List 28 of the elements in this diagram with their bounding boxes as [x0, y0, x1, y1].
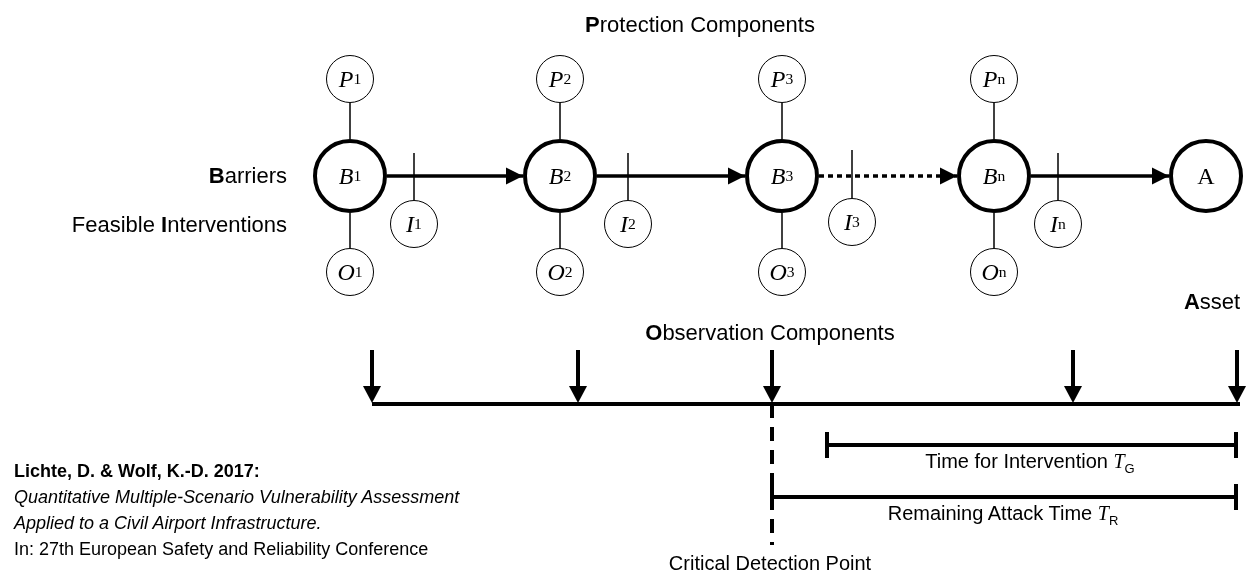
line	[851, 149, 853, 199]
line	[349, 212, 351, 249]
line	[413, 152, 415, 201]
asset-circle: A	[1169, 139, 1243, 213]
arrow	[387, 167, 523, 185]
component-heading: Protection Components	[585, 12, 815, 38]
arrow	[1031, 167, 1169, 185]
component-heading: Observation Components	[645, 320, 895, 346]
citation-text: Lichte, D. & Wolf, K.-D. 2017:	[14, 460, 260, 483]
line	[993, 212, 995, 249]
line	[627, 152, 629, 201]
dimension-label: Remaining Attack Time T$_{R}$	[887, 501, 1119, 530]
arrow	[819, 167, 957, 185]
line	[349, 102, 351, 140]
annotation-text: Critical Detection Point	[668, 551, 872, 576]
line	[1057, 152, 1059, 201]
line	[559, 212, 561, 249]
row-label: Barriers	[208, 163, 287, 189]
line	[781, 102, 783, 140]
citation-text: Quantitative Multiple-Scenario Vulnerability Assessment Applied to a Civil Airport Infrastructure.	[14, 486, 461, 535]
dimension-label: Time for Intervention T$_{G}$	[925, 449, 1135, 478]
arrow	[597, 167, 745, 185]
line	[559, 102, 561, 140]
row-label: Feasible Interventions	[71, 212, 287, 238]
line	[993, 102, 995, 140]
node-caption: Asset	[1183, 289, 1241, 315]
citation-text: In: 27th European Safety and Reliability Conference	[14, 538, 429, 561]
line	[781, 212, 783, 249]
